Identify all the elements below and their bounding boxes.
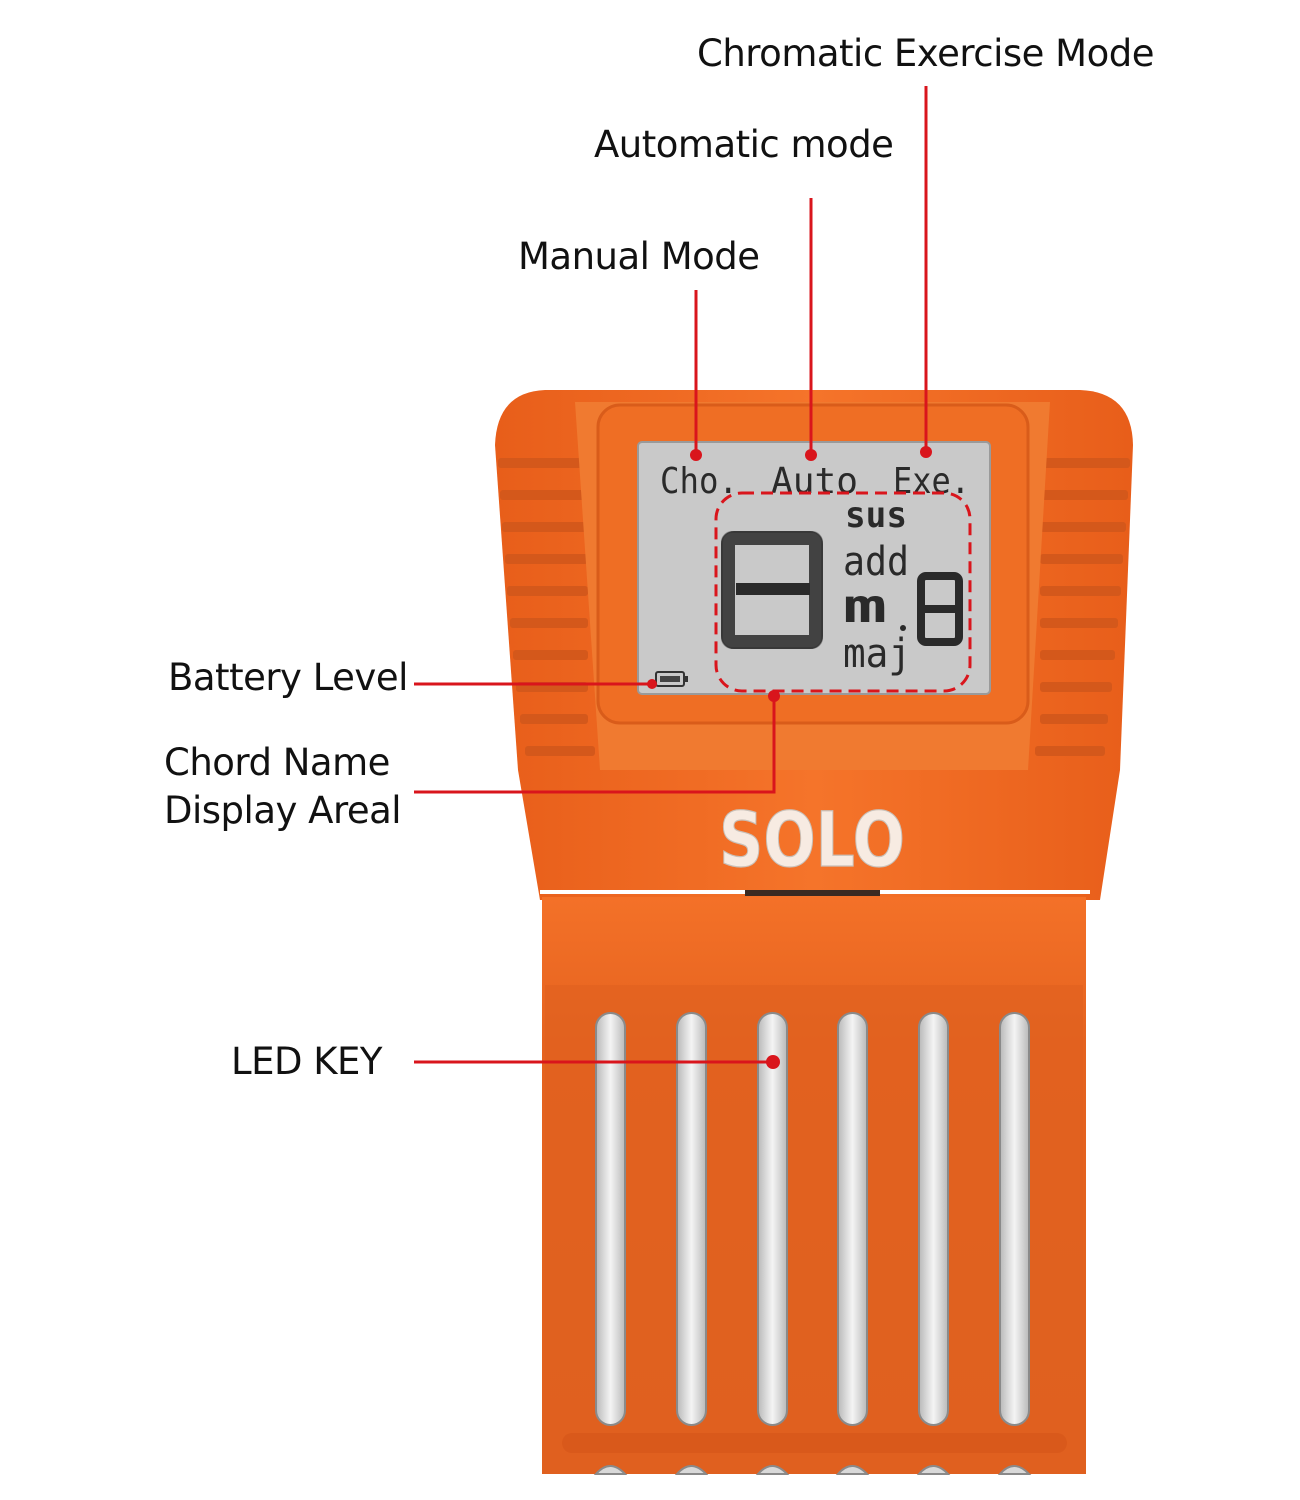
seam-notch: [745, 890, 880, 896]
lcd-suffix-sus: sus: [845, 495, 907, 536]
callout-chromatic-exercise-mode: Chromatic Exercise Mode: [697, 32, 1154, 75]
leader-chord-name: [414, 696, 776, 794]
leader-dot-led-key: [766, 1055, 780, 1069]
callout-manual-mode: Manual Mode: [518, 235, 760, 278]
led-key-slot[interactable]: [757, 1012, 788, 1426]
led-key-slot[interactable]: [918, 1012, 949, 1426]
callout-battery-level: Battery Level: [168, 656, 408, 699]
led-key-slot[interactable]: [999, 1012, 1030, 1426]
next-row-slot-tops: [593, 1465, 1032, 1475]
right-grip-ridges: [1035, 458, 1130, 756]
lcd-mode-auto: Auto: [771, 461, 858, 502]
callout-led-key: LED KEY: [231, 1040, 383, 1083]
lower-cross-bar: [562, 1433, 1067, 1453]
brand-logo: SOLO: [719, 795, 905, 884]
callout-leader-lines: [414, 86, 932, 1069]
led-key-slot[interactable]: [837, 1012, 868, 1426]
leader-dot-battery: [647, 679, 657, 689]
callout-chord-name-line1: Chord Name: [164, 741, 390, 784]
led-key-slot[interactable]: [595, 1012, 626, 1426]
leader-dot-automatic: [805, 449, 817, 461]
led-key-slot[interactable]: [676, 1012, 707, 1426]
leader-dot-manual: [690, 449, 702, 461]
lcd-mode-manual: Cho.: [660, 461, 738, 502]
led-key-slots: [595, 1012, 1030, 1426]
callout-chord-name-line2: Display Areal: [164, 789, 402, 832]
lcd-suffix-major: maj: [843, 631, 911, 677]
chord-root-segments: [721, 531, 823, 649]
leader-dot-chord-name: [768, 690, 780, 702]
callout-automatic-mode: Automatic mode: [594, 123, 894, 166]
extension-digit-segments: [917, 572, 963, 646]
lcd-suffix-minor: m: [843, 579, 887, 633]
battery-icon: [655, 671, 688, 687]
leader-dot-exercise: [920, 446, 932, 458]
chord-name-display-area: [714, 491, 972, 693]
lcd-decimal-dot: [900, 625, 906, 631]
lcd-suffix-add: add: [843, 539, 909, 585]
